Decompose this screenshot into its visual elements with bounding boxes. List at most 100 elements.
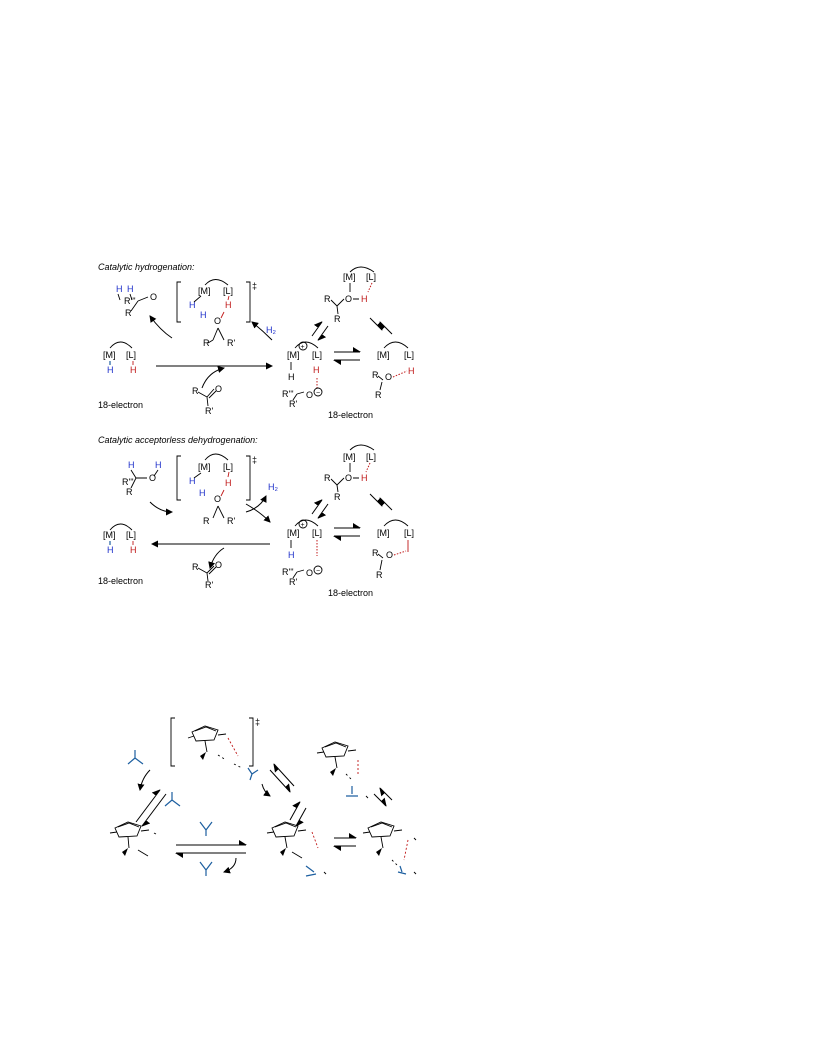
equilibrium-arrow <box>269 769 291 793</box>
bond <box>130 469 159 489</box>
ligand-arc <box>349 266 375 273</box>
equilibrium-arrow <box>135 789 161 823</box>
metal-label: [M] <box>103 350 116 360</box>
transition-state: ‡ [M] [L] H H H O R R' <box>176 453 257 526</box>
intermediate-right: [M] [L] H R O R <box>372 341 415 400</box>
bracket-right <box>246 455 251 501</box>
hydrogen-atom: H <box>127 284 134 294</box>
oxygen-atom: O <box>386 550 393 560</box>
bond <box>377 375 384 391</box>
ligand-label: [L] <box>404 528 414 538</box>
bond <box>377 553 384 571</box>
cp-complex-right <box>362 821 417 875</box>
curved-arrow <box>223 857 237 874</box>
curved-arrow <box>261 783 271 797</box>
r-group: R''' <box>122 477 134 487</box>
curved-arrow <box>251 321 273 341</box>
plus-sign: + <box>301 344 305 351</box>
ligand-label: [L] <box>126 530 136 540</box>
cp-complex-top <box>316 741 369 799</box>
r-group: R <box>376 570 383 580</box>
plus-charge <box>298 519 308 529</box>
r-group: R''' <box>124 296 136 306</box>
alcohol-product: H H R''' O R <box>116 284 157 318</box>
equilibrium-arrow <box>369 317 383 331</box>
substrate-fragment <box>247 767 259 781</box>
bracket-right <box>246 281 251 323</box>
r-group: R <box>126 487 133 497</box>
metal-label: [M] <box>198 286 211 296</box>
proton: H <box>130 545 137 555</box>
oxygen-atom: O <box>149 473 156 483</box>
ligand-label: [L] <box>404 350 414 360</box>
hydride: H <box>200 310 207 320</box>
hydride: H <box>189 476 196 486</box>
ligand-label: [L] <box>312 350 322 360</box>
r-group: R <box>334 492 341 502</box>
ligand-arc <box>383 519 409 527</box>
equilibrium-arrow <box>289 801 301 821</box>
plus-sign: + <box>301 522 305 529</box>
oxygen-atom: O <box>306 568 313 578</box>
ligand-arc <box>204 453 229 461</box>
bracket-left <box>170 717 175 767</box>
curved-arrow <box>149 501 173 516</box>
ligand-label: [L] <box>126 350 136 360</box>
intermediate-top: [M] [L] R O H R <box>324 266 376 324</box>
r-prime-group: R' <box>227 338 235 348</box>
equilibrium-arrow <box>311 321 323 337</box>
equilibrium-arrow <box>369 493 383 507</box>
bond-red <box>220 295 230 319</box>
catalyst-left: [M] [L] H H 18-electron <box>98 341 143 410</box>
dagger-symbol: ‡ <box>255 717 260 727</box>
hbond <box>393 550 407 556</box>
hydrogen-atom: H <box>116 284 123 294</box>
metal-label: [M] <box>287 528 300 538</box>
ligand-arc <box>294 519 319 527</box>
bond-red <box>220 471 230 497</box>
metal-label: [M] <box>343 452 356 462</box>
ketone-product: R O R' <box>192 560 222 590</box>
curved-arrow <box>245 503 271 523</box>
hydrogen-atom: H <box>128 460 135 470</box>
bond <box>292 391 305 401</box>
r-group: R''' <box>282 567 294 577</box>
equilibrium-arrow <box>373 793 387 807</box>
bond <box>193 472 225 519</box>
cp-complex-left <box>109 821 157 857</box>
equilibrium-arrow <box>379 321 393 335</box>
metal-label: [M] <box>343 272 356 282</box>
ligand-arc <box>204 279 229 286</box>
ligand-label: [L] <box>366 272 376 282</box>
equilibrium-arrow <box>141 793 167 827</box>
equilibrium-arrow <box>317 503 329 519</box>
alcohol-substrate: H H R''' O R <box>122 460 162 497</box>
r-group: R <box>125 308 132 318</box>
bond <box>292 569 305 579</box>
r-group: R <box>203 338 210 348</box>
r-prime-group: R' <box>227 516 235 526</box>
oxygen-atom: O <box>150 292 157 302</box>
bond <box>330 477 359 493</box>
oxygen-atom: O <box>214 316 221 326</box>
intermediate-top: [M] [L] R O H R <box>324 444 376 502</box>
oxygen-atom: O <box>345 473 352 483</box>
bond <box>330 298 359 315</box>
equilibrium-arrow <box>379 497 393 511</box>
minus-charge <box>313 565 323 575</box>
dagger-symbol: ‡ <box>252 455 257 465</box>
equilibrium-arrow <box>379 787 393 801</box>
intermediate-zwitterion: + [M] [L] H R''' O − R' 18-electron <box>282 519 373 598</box>
minus-sign: − <box>316 390 320 397</box>
r-prime-group: R' <box>289 577 297 587</box>
hydrogen-atom: H <box>155 460 162 470</box>
scheme-hydrogenation: Catalytic hydrogenation: H H R''' O R ‡ … <box>98 262 415 420</box>
r-prime-group: R' <box>205 406 213 416</box>
r-group: R <box>324 473 331 483</box>
curved-arrow <box>208 547 225 569</box>
hydride: H <box>199 488 206 498</box>
oxygen-atom: O <box>345 294 352 304</box>
ligand-arc <box>109 523 133 531</box>
proton: H <box>225 478 232 488</box>
r-group: R <box>192 562 199 572</box>
